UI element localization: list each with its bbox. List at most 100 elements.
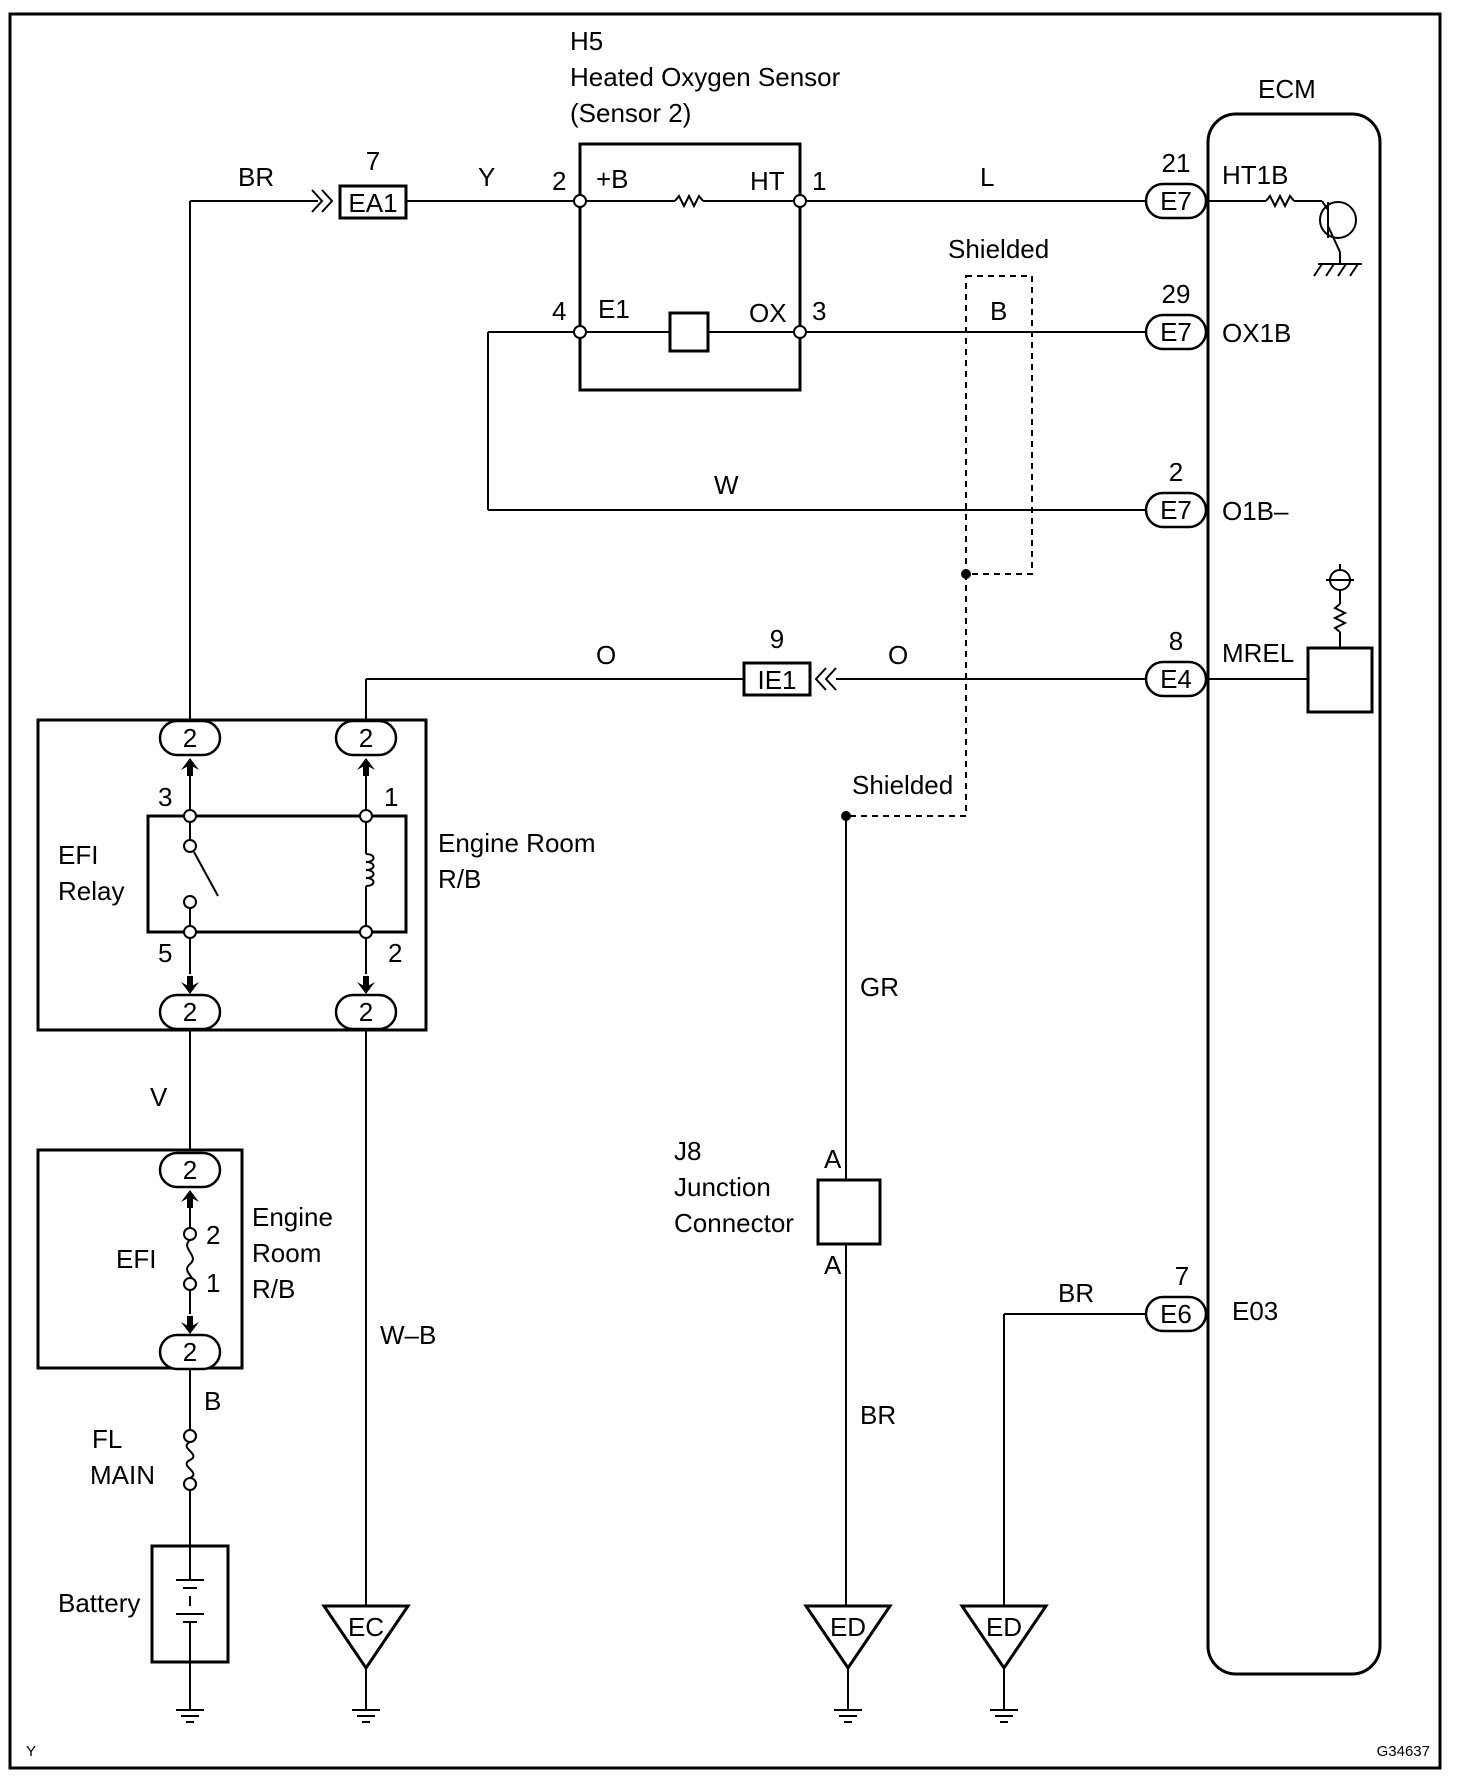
- ecm-pin-o1b: 2: [1169, 457, 1183, 487]
- ed1-ground-icon: [833, 1699, 863, 1723]
- ht1b-transistor: [1319, 201, 1357, 239]
- ea1-label: EA1: [348, 188, 397, 218]
- ht1b-resistor: [1265, 193, 1295, 209]
- ecm-term-o1b: O1B–: [1222, 496, 1289, 526]
- relay-pin-3: 3: [158, 782, 172, 812]
- ground-ed-2-label: ED: [986, 1612, 1022, 1642]
- heater-resistor: [674, 193, 704, 209]
- wire-color-br-j8: BR: [860, 1400, 896, 1430]
- wire-color-br-top: BR: [238, 162, 274, 192]
- ie1-label: IE1: [757, 665, 796, 695]
- sensor-pin-b: 2: [552, 166, 566, 196]
- connector-ie1: [742, 661, 812, 697]
- sensor-ecm-wiring: L B Shielded Shielded W: [487, 162, 1146, 821]
- sensor-sub: (Sensor 2): [570, 98, 691, 128]
- rb-label-line2: R/B: [438, 864, 481, 894]
- battery-ground-icon: [175, 1699, 205, 1723]
- relay-conn-bottom-right: 2: [359, 997, 373, 1027]
- fl-main-fusible-link: [185, 1441, 195, 1479]
- power-feed-wiring: BR EA1 7 Y: [189, 146, 574, 720]
- relay-conn-top-left: 2: [183, 723, 197, 753]
- j8-line1: Junction: [674, 1172, 771, 1202]
- ed-ground-circuit-e03: BR ED: [959, 1278, 1146, 1723]
- wire-color-br-e03: BR: [1058, 1278, 1094, 1308]
- ecm-term-ox1b: OX1B: [1222, 318, 1291, 348]
- ecm-term-e03: E03: [1232, 1296, 1278, 1326]
- battery-circuit: B FL MAIN Battery: [58, 1368, 230, 1723]
- fl-main-line2: MAIN: [90, 1460, 155, 1490]
- relay-conn-bottom-left: 2: [183, 997, 197, 1027]
- relay-pin-1: 1: [384, 782, 398, 812]
- ecm: ECM E7 21 HT1B E7 29 OX1B E7 2 O1B– E4 8: [1144, 74, 1382, 1676]
- relay-conn-top-right: 2: [359, 723, 373, 753]
- ecm-term-mrel: MREL: [1222, 638, 1294, 668]
- wire-color-w: W: [714, 470, 739, 500]
- ecm-conn-ht1b: E7: [1160, 186, 1192, 216]
- ecm-box: [1206, 112, 1382, 1676]
- ec-ground-circuit: W–B EC: [321, 1030, 436, 1723]
- ecm-pin-mrel: 8: [1169, 626, 1183, 656]
- efi-rb-line3: R/B: [252, 1274, 295, 1304]
- efi-fuse-block: 2 2 1 EFI 2 Engine Room R/B: [36, 1148, 333, 1371]
- sensing-element: [668, 311, 710, 353]
- shield-label-top: Shielded: [948, 234, 1049, 264]
- sensor-term-b: +B: [596, 164, 629, 194]
- mrel-pullup-resistor: [1332, 603, 1348, 633]
- sensor-term-e1: E1: [598, 294, 630, 324]
- efi-rb-line1: Engine: [252, 1202, 333, 1232]
- shield-label-bottom: Shielded: [852, 770, 953, 800]
- sensor-term-ox: OX: [749, 298, 787, 328]
- ecm-conn-o1b: E7: [1160, 495, 1192, 525]
- figure-id: G34637: [1377, 1743, 1430, 1760]
- ecm-label: ECM: [1258, 74, 1316, 104]
- ec-ground-icon: [351, 1699, 381, 1723]
- ecm-pin-ox1b: 29: [1162, 279, 1191, 309]
- junction-connector-j8: [816, 1178, 882, 1246]
- ground-ec-label: EC: [348, 1612, 384, 1642]
- battery-label: Battery: [58, 1588, 140, 1618]
- ecm-conn-mrel: E4: [1160, 664, 1192, 694]
- mrel-driver: [1306, 646, 1374, 714]
- ecm-conn-e03: E6: [1160, 1299, 1192, 1329]
- ecm-term-ht1b: HT1B: [1222, 160, 1288, 190]
- ecm-conn-ox1b: E7: [1160, 317, 1192, 347]
- wire-color-gr: GR: [860, 972, 899, 1002]
- sensor-term-ht: HT: [750, 166, 785, 196]
- relay-switch-contact: [193, 851, 219, 897]
- sensor-pin-e1: 4: [552, 296, 566, 326]
- corner-code: Y: [26, 1743, 36, 1760]
- relay-label-1: EFI: [58, 840, 98, 870]
- sensor-box: [578, 142, 802, 392]
- sensor-code: H5: [570, 26, 603, 56]
- ground-ed-1-label: ED: [830, 1612, 866, 1642]
- engine-room-rb-relay: 2 2 3 1 EFI Relay 5 2 2 2 Engine Room: [36, 718, 596, 1032]
- efi-rb-line2: Room: [252, 1238, 321, 1268]
- relay-pin-2: 2: [388, 938, 402, 968]
- efi-fuse-box: [36, 1148, 244, 1370]
- ea1-mating-arrows: [311, 189, 334, 213]
- shield-top: [965, 275, 1033, 575]
- j8-code: J8: [674, 1136, 701, 1166]
- sensor-pin-ox: 3: [812, 296, 826, 326]
- ea1-pin: 7: [366, 146, 380, 176]
- diagram-frame: [8, 12, 1442, 1770]
- wire-color-l: L: [980, 162, 994, 192]
- j8-line2: Connector: [674, 1208, 794, 1238]
- wire-color-wb: W–B: [380, 1320, 436, 1350]
- rb-relay-box: [36, 718, 428, 1032]
- efi-conn-top: 2: [183, 1155, 197, 1185]
- relay-pin-5: 5: [158, 938, 172, 968]
- efi-fuse-pin-1: 1: [206, 1268, 220, 1298]
- ground-ed-2: [959, 1604, 1049, 1671]
- wire-color-b: B: [990, 296, 1007, 326]
- relay-label-2: Relay: [58, 876, 124, 906]
- wire-color-y: Y: [478, 162, 495, 192]
- ie1-mating-arrows: [814, 667, 837, 691]
- ed-ground-circuit-shield: GR J8 Junction Connector A A BR ED: [674, 816, 899, 1723]
- wire-color-b-batt: B: [204, 1386, 221, 1416]
- rb-label-line1: Engine Room: [438, 828, 596, 858]
- wire-color-o-left: O: [596, 640, 616, 670]
- fl-main-line1: FL: [92, 1424, 122, 1454]
- sensor-pin-ht: 1: [812, 166, 826, 196]
